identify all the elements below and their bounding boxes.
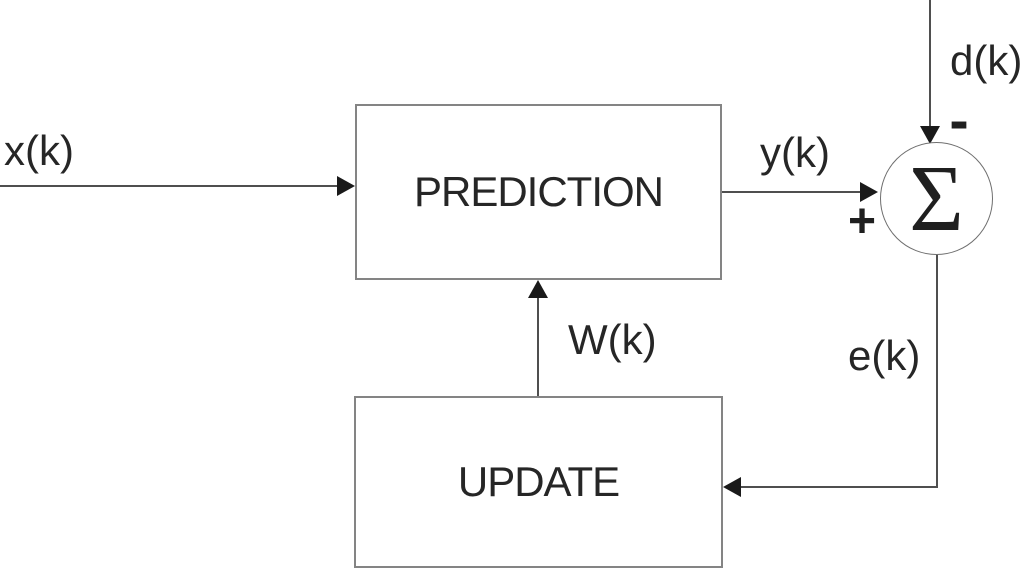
x-arrowhead-icon xyxy=(337,176,355,196)
w-signal-line xyxy=(537,296,539,396)
d-signal-line xyxy=(929,0,931,128)
y-signal-line xyxy=(722,191,867,193)
plus-sign-label: + xyxy=(847,195,877,248)
e-arrowhead-icon xyxy=(723,477,741,497)
prediction-block: PREDICTION xyxy=(355,104,722,280)
e-signal-label: e(k) xyxy=(848,332,921,379)
d-signal-label: d(k) xyxy=(950,37,1023,84)
e-signal-line-horizontal xyxy=(726,486,938,488)
summation-node: Σ xyxy=(880,142,993,255)
update-block: UPDATE xyxy=(354,396,723,568)
sigma-symbol: Σ xyxy=(909,146,964,251)
x-signal-line xyxy=(0,185,340,187)
w-signal-label: W(k) xyxy=(568,316,657,363)
y-arrowhead-icon xyxy=(860,182,878,202)
update-block-label: UPDATE xyxy=(457,458,620,505)
e-signal-line-vertical xyxy=(936,255,938,488)
x-signal-label: x(k) xyxy=(4,127,74,174)
d-arrowhead-icon xyxy=(920,126,940,144)
y-signal-label: y(k) xyxy=(760,129,830,176)
prediction-block-label: PREDICTION xyxy=(413,168,664,215)
minus-sign-label: - xyxy=(949,88,969,153)
w-arrowhead-icon xyxy=(528,280,548,298)
